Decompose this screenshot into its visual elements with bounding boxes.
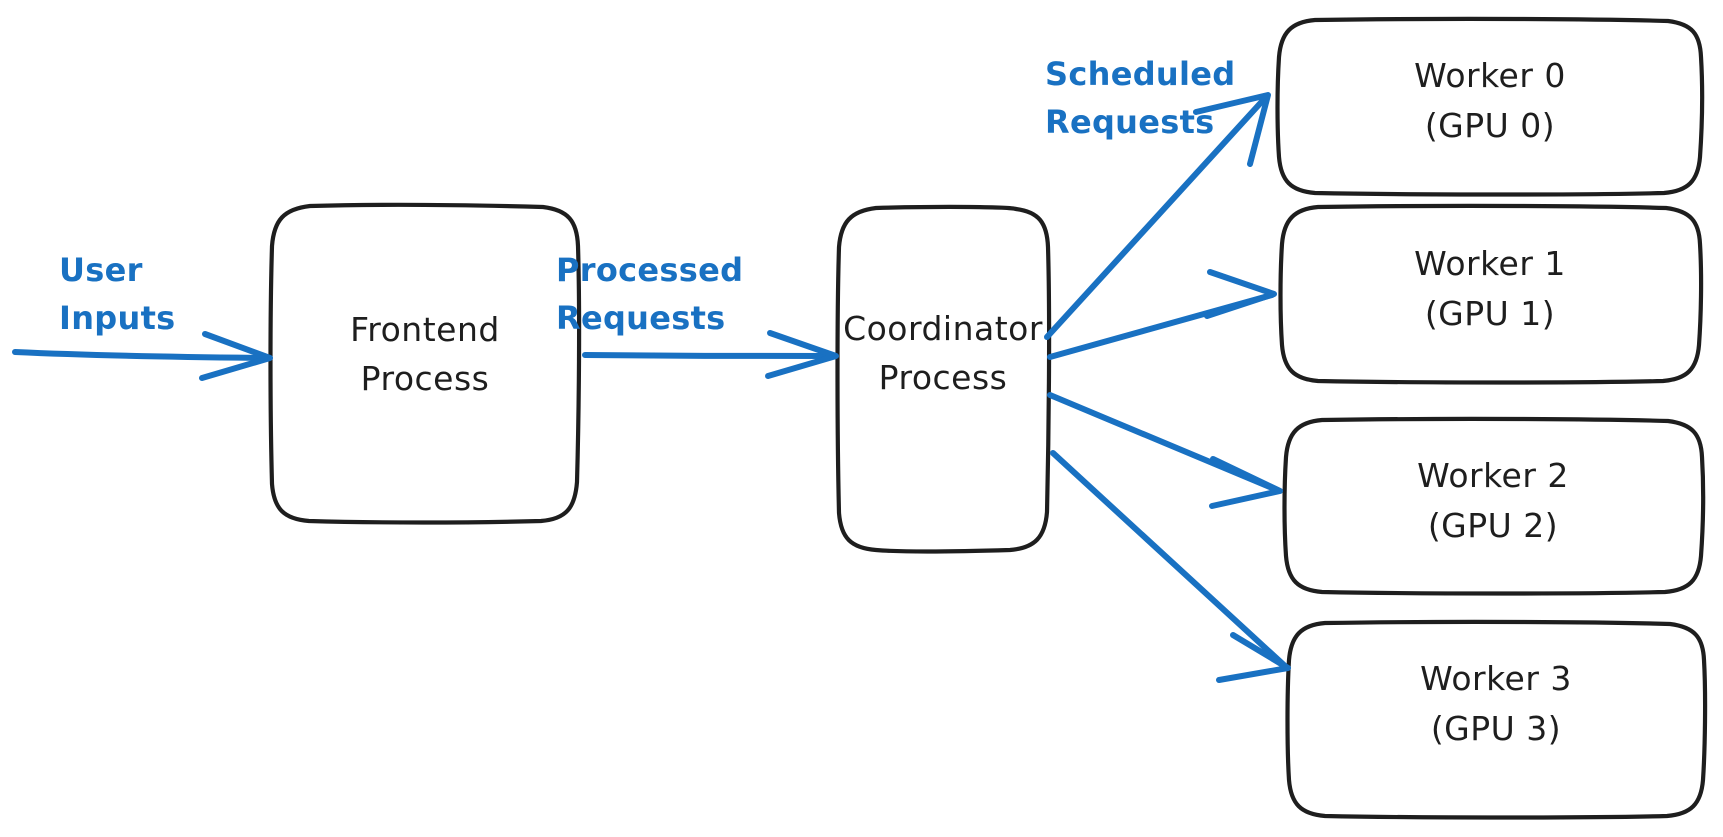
worker-3-label-line2: (GPU 3) [1431,709,1561,748]
worker-0-box [1275,16,1705,197]
edge-scheduled-requests: Scheduled Requests [1044,55,1291,683]
user-inputs-label-line2: Inputs [59,299,176,337]
worker-3-box [1285,619,1708,820]
scheduled-arrow-worker-1-head [1204,269,1277,319]
worker-2-box [1282,416,1706,596]
edge-user-inputs: User Inputs [12,251,273,381]
user-inputs-arrow-head [199,331,273,381]
processed-requests-label-line2: Requests [556,299,726,337]
user-inputs-arrow-shaft [12,349,271,361]
scheduled-arrow-worker-0-head [1193,92,1271,167]
worker-3-label-line1: Worker 3 [1420,659,1572,698]
frontend-process-label-line2: Process [361,359,490,398]
worker-1-label-line1: Worker 1 [1414,244,1566,283]
scheduled-arrow-worker-3-head [1216,632,1291,683]
frontend-process-label-line1: Frontend [350,310,500,349]
node-worker-1[interactable]: Worker 1 (GPU 1) [1278,203,1704,385]
node-frontend-process[interactable]: Frontend Process [268,202,582,525]
coordinator-process-label-line2: Process [879,358,1008,397]
frontend-process-box [268,202,582,525]
node-worker-2[interactable]: Worker 2 (GPU 2) [1282,416,1706,596]
node-coordinator-process[interactable]: Coordinator Process [835,204,1052,554]
scheduled-arrow-worker-3-shaft [1050,450,1288,669]
worker-0-label-line1: Worker 0 [1414,56,1566,95]
scheduled-arrow-worker-2-head [1209,456,1283,509]
node-worker-3[interactable]: Worker 3 (GPU 3) [1285,619,1708,820]
node-worker-0[interactable]: Worker 0 (GPU 0) [1275,16,1705,197]
edge-processed-requests: Processed Requests [556,251,839,379]
worker-2-label-line1: Worker 2 [1417,456,1569,495]
coordinator-process-label-line1: Coordinator [843,309,1043,348]
worker-1-box [1278,203,1704,385]
scheduled-requests-label-line1: Scheduled [1045,55,1235,93]
processed-requests-arrow-head [765,330,839,379]
scheduled-arrow-worker-0-shaft [1044,94,1269,340]
processed-requests-arrow-shaft [582,352,836,359]
user-inputs-label-line1: User [59,251,143,289]
coordinator-process-box [835,204,1052,554]
processed-requests-label-line1: Processed [556,251,743,289]
worker-1-label-line2: (GPU 1) [1425,294,1555,333]
scheduled-requests-label-line2: Requests [1045,103,1215,141]
worker-2-label-line2: (GPU 2) [1428,506,1558,545]
worker-0-label-line2: (GPU 0) [1425,106,1555,145]
